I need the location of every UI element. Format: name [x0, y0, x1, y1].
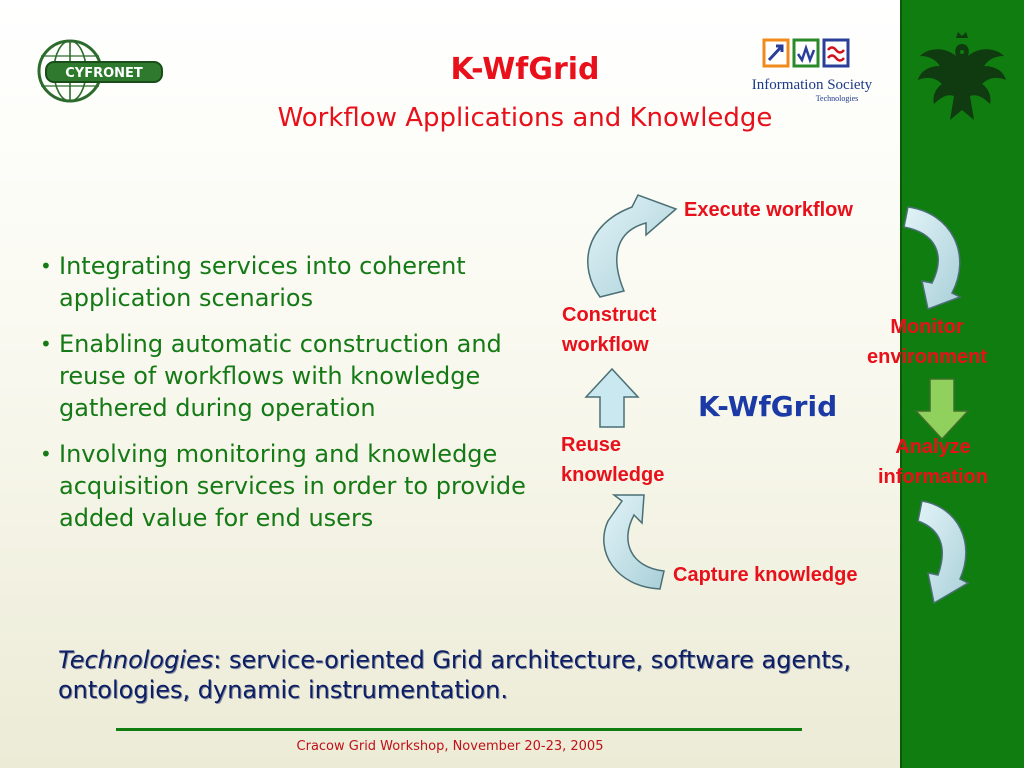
ist-logo-subtext: Technologies	[816, 94, 859, 103]
bullet-item: Enabling automatic construction and reus…	[40, 328, 540, 424]
ist-logo: Information Society Technologies	[752, 38, 873, 103]
cycle-label-capture: Capture knowledge	[673, 560, 857, 590]
cycle-label-monitor: Monitor environment	[852, 312, 1002, 372]
technologies-paragraph: Technologies: service-oriented Grid arch…	[58, 645, 878, 705]
curved-arrow-icon	[587, 194, 678, 298]
capture-knowledge-label: Capture knowledge	[673, 564, 858, 586]
curved-arrow-icon	[903, 206, 962, 311]
down-arrow-icon	[914, 378, 970, 441]
right-green-bar	[900, 0, 1024, 768]
cycle-label-construct: Construct workflow	[562, 300, 656, 360]
cycle-label-execute: Execute workflow	[684, 195, 853, 225]
bullet-item: Involving monitoring and knowledge acqui…	[40, 438, 540, 534]
technologies-text: : service-oriented Grid architecture, so…	[58, 646, 851, 704]
curved-arrow-icon	[917, 500, 970, 605]
bullet-item: Integrating services into coherent appli…	[40, 250, 540, 314]
monitor-label: Monitor	[890, 316, 964, 338]
workflow-label: workflow	[562, 334, 649, 356]
knowledge-label: knowledge	[561, 464, 665, 486]
footer-divider	[116, 728, 802, 731]
cyfronet-logo-text: CYFRONET	[65, 66, 143, 81]
slide-title: K-WfGrid	[450, 52, 600, 87]
bullet-list: Integrating services into coherent appli…	[40, 250, 540, 548]
environment-label: environment	[866, 346, 988, 368]
analyze-label: Analyze	[895, 436, 971, 458]
up-arrow-icon	[584, 367, 640, 428]
footer-text: Cracow Grid Workshop, November 20-23, 20…	[296, 739, 604, 754]
eagle-emblem-icon	[918, 32, 1006, 120]
execute-workflow-label: Execute workflow	[684, 199, 853, 221]
information-label: information	[878, 466, 988, 488]
slide-subtitle: Workflow Applications and Knowledge	[277, 103, 773, 133]
cycle-label-reuse: Reuse knowledge	[561, 430, 664, 490]
cycle-center-label: K-WfGrid	[698, 390, 838, 423]
curved-arrow-icon	[603, 494, 665, 590]
ist-logo-text: Information Society	[752, 77, 873, 93]
reuse-label: Reuse	[561, 434, 622, 456]
construct-label: Construct	[562, 304, 657, 326]
workflow-cycle-diagram	[584, 194, 970, 605]
technologies-label: Technologies	[58, 646, 214, 674]
cyfronet-logo: CYFRONET	[37, 39, 163, 103]
cycle-label-analyze: Analyze information	[858, 432, 1008, 492]
